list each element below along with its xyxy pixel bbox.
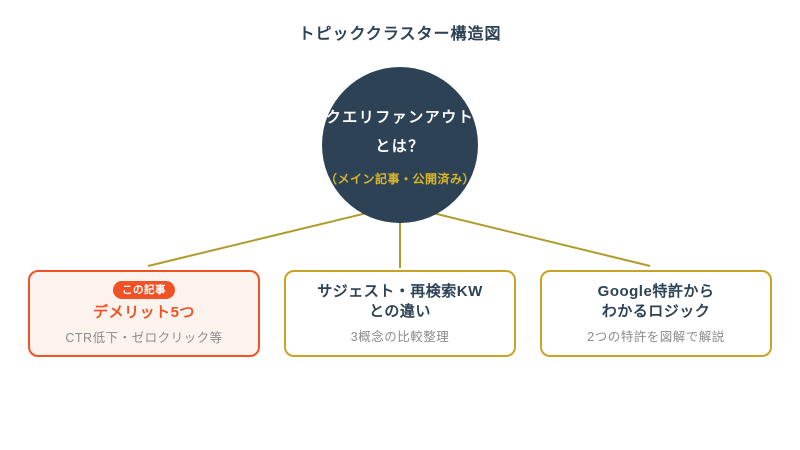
node-title: デメリット5つ: [93, 303, 195, 321]
node-suggest-kw-difference: サジェスト・再検索KW との違い 3概念の比較整理: [284, 270, 516, 357]
node-this-article: この記事 デメリット5つ CTR低下・ゼロクリック等: [28, 270, 260, 357]
cluster-nodes-row: この記事 デメリット5つ CTR低下・ゼロクリック等 サジェスト・再検索KW と…: [28, 270, 772, 357]
hub-title-line2: とは？: [375, 138, 425, 155]
this-article-badge: この記事: [113, 281, 175, 299]
connector-right: [399, 204, 651, 267]
node-title-line1: サジェスト・再検索KW: [317, 283, 483, 300]
node-subtitle: 3概念の比較整理: [350, 330, 450, 344]
hub-node-main-article: クエリファンアウト とは？ （メイン記事・公開済み）: [322, 67, 478, 223]
hub-title-line1: クエリファンアウト: [325, 109, 475, 126]
node-title-line2: との違い: [369, 303, 431, 320]
diagram-title: トピッククラスター構造図: [298, 26, 502, 43]
hub-note: （メイン記事・公開済み）: [324, 172, 475, 186]
node-subtitle: CTR低下・ゼロクリック等: [65, 330, 223, 345]
node-subtitle: 2つの特許を図解で解説: [587, 330, 725, 344]
node-title-line1: Google特許から: [597, 283, 715, 300]
connector-left: [147, 204, 401, 267]
node-google-patent-logic: Google特許から わかるロジック 2つの特許を図解で解説: [540, 270, 772, 357]
node-title-line2: わかるロジック: [601, 303, 711, 320]
